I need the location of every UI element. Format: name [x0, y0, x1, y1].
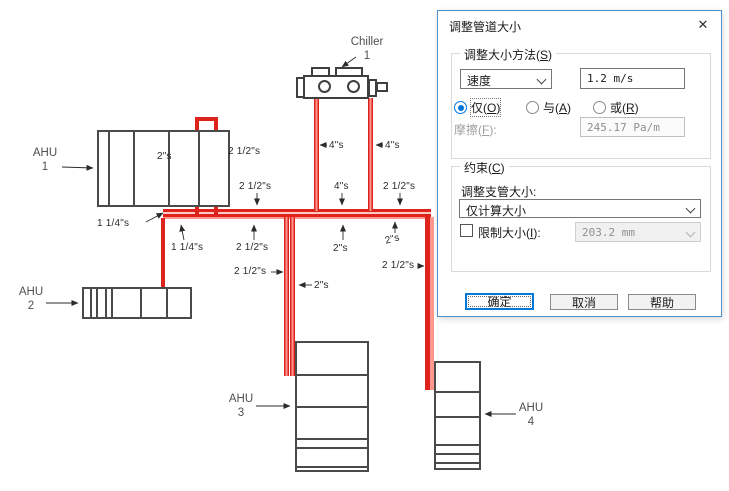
pipe-ahu4-drop[interactable]	[425, 217, 434, 390]
friction-label: 摩擦(F):	[454, 123, 497, 137]
ahu3-label: AHU 3	[228, 393, 254, 419]
method-select[interactable]: 速度	[460, 69, 552, 89]
pipe-size-label: 2"s	[333, 243, 348, 254]
pipe-size-label: 2 1/2"s	[228, 146, 261, 157]
radio-dot-icon	[526, 101, 539, 114]
chevron-down-icon	[685, 203, 696, 214]
velocity-input[interactable]: 1.2 m/s	[580, 68, 685, 89]
constraints-legend: 约束(C)	[460, 159, 509, 176]
adjust-pipe-size-dialog: 调整管道大小 ✕ 调整大小方法(S) 速度 1.2 m/s 仅(O) 与(A) …	[437, 10, 722, 317]
branch-sizing-select[interactable]: 仅计算大小	[459, 199, 701, 218]
ahu4-unit[interactable]	[434, 361, 481, 470]
radio-or[interactable]: 或(R)	[593, 99, 639, 116]
pipe-size-label: 2 1/2"s	[239, 181, 272, 192]
sizing-method-group: 调整大小方法(S)	[451, 46, 711, 159]
restrict-size-select: 203.2 mm	[575, 222, 701, 242]
ahu2-label: AHU 2	[18, 286, 44, 312]
chiller-unit[interactable]	[294, 65, 394, 101]
radio-only[interactable]: 仅(O)	[454, 98, 502, 117]
pipe-ahu3-drop-a[interactable]	[284, 217, 289, 376]
ahu2-unit[interactable]	[82, 287, 192, 319]
pipe-size-label: 4"s	[385, 140, 400, 151]
dialog-titlebar[interactable]: 调整管道大小 ✕	[438, 11, 721, 38]
pipe-size-label: 2 1/2"s	[383, 181, 416, 192]
pipe-main-run[interactable]	[163, 209, 431, 219]
radio-dot-icon	[593, 101, 606, 114]
chiller-label: Chiller 1	[350, 36, 384, 62]
pipe-ahu3-drop-b[interactable]	[290, 217, 295, 376]
ahu3-unit[interactable]	[295, 341, 369, 472]
pipe-size-label: 1 1/4"s	[97, 218, 130, 229]
pipe-size-label: 4"s	[329, 140, 344, 151]
friction-input: 245.17 Pa/m	[580, 117, 685, 137]
pipe-ahu2-drop[interactable]	[161, 218, 165, 288]
radio-and[interactable]: 与(A)	[526, 99, 571, 116]
pipe-size-label: 2 1/2"s	[234, 266, 267, 277]
ahu1-label: AHU 1	[32, 147, 58, 173]
chevron-down-icon	[685, 227, 696, 238]
radio-dot-icon	[454, 101, 467, 114]
ahu4-label: AHU 4	[518, 402, 544, 428]
pipe-size-label: 4"s	[334, 181, 349, 192]
pipe-chiller-return[interactable]	[368, 98, 373, 211]
chevron-down-icon	[536, 74, 547, 85]
dialog-title: 调整管道大小	[449, 20, 522, 34]
pipe-chiller-supply[interactable]	[314, 98, 319, 211]
cancel-button[interactable]: 取消	[550, 294, 618, 310]
pipe-size-label: 2 1/2"s	[236, 242, 269, 253]
close-icon[interactable]: ✕	[697, 17, 709, 32]
restrict-size-label: 限制大小(I):	[478, 226, 541, 240]
pipe-size-label: 2"s	[314, 280, 329, 291]
pipe-size-label: 2"s	[157, 151, 172, 162]
branch-sizing-label: 调整支管大小:	[461, 185, 537, 199]
pipe-size-label: 2"s	[383, 232, 401, 247]
pipe-size-label: 2 1/2"s	[382, 260, 415, 271]
sizing-method-legend: 调整大小方法(S)	[460, 46, 557, 63]
help-button[interactable]: 帮助	[628, 294, 696, 310]
ahu1-unit[interactable]	[97, 130, 230, 207]
pipe-size-label: 1 1/4"s	[171, 242, 204, 253]
constraints-group: 约束(C)	[451, 159, 711, 272]
ok-button[interactable]: 确定	[465, 293, 534, 310]
restrict-size-checkbox[interactable]	[460, 224, 473, 237]
